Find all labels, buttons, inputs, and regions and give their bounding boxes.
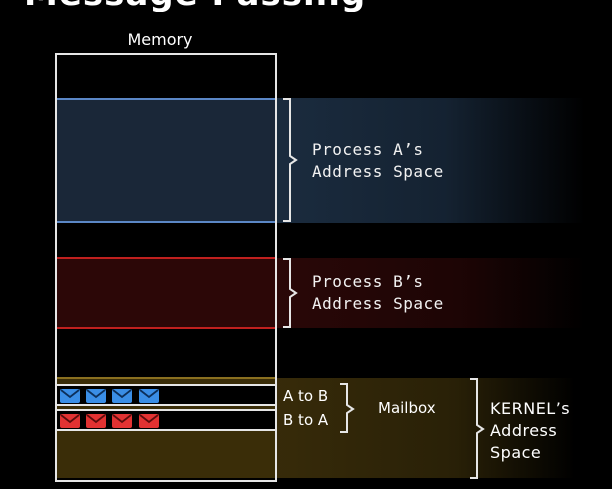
process-a-region: [57, 98, 275, 223]
kernel-label-line2: Address: [490, 421, 558, 440]
b-to-a-label: B to A: [283, 411, 329, 429]
mailbox-label: Mailbox: [378, 399, 436, 417]
process-a-label-line2: Address Space: [312, 162, 444, 181]
a-to-b-label: A to B: [283, 387, 329, 405]
memory-label: Memory: [127, 30, 193, 49]
envelope-icon: [60, 388, 80, 403]
envelope-icon: [112, 388, 132, 403]
process-b-label-line1: Process B’s: [312, 272, 424, 291]
process-a-label: Process A’s Address Space: [312, 139, 444, 183]
envelope-icon: [139, 388, 159, 403]
slide-title-text: Message Passing: [24, 0, 612, 12]
envelope-icon: [86, 388, 106, 403]
kernel-label-line1: KERNEL’s: [490, 399, 571, 418]
memory-box: [55, 53, 277, 482]
process-b-bracket: [283, 258, 298, 328]
process-a-bracket: [283, 98, 298, 222]
envelope-icon: [86, 413, 106, 428]
envelope-icon: [112, 413, 132, 428]
kernel-label: KERNEL’s Address Space: [490, 398, 570, 464]
envelope-icon: [139, 413, 159, 428]
process-a-glow: [275, 98, 585, 223]
process-a-label-line1: Process A’s: [312, 140, 424, 159]
mailbox-bracket: [340, 383, 355, 433]
process-b-glow: [275, 258, 585, 328]
envelope-icon: [60, 413, 80, 428]
kernel-glow: [275, 378, 575, 478]
kernel-bracket: [470, 378, 485, 479]
mailbox-row-b-to-a: [57, 409, 275, 431]
kernel-label-line3: Space: [490, 443, 542, 462]
process-b-label: Process B’s Address Space: [312, 271, 444, 315]
mailbox-row-a-to-b: [57, 384, 275, 406]
slide-title: Message Passing: [0, 0, 612, 12]
process-b-region: [57, 257, 275, 329]
process-b-label-line2: Address Space: [312, 294, 444, 313]
